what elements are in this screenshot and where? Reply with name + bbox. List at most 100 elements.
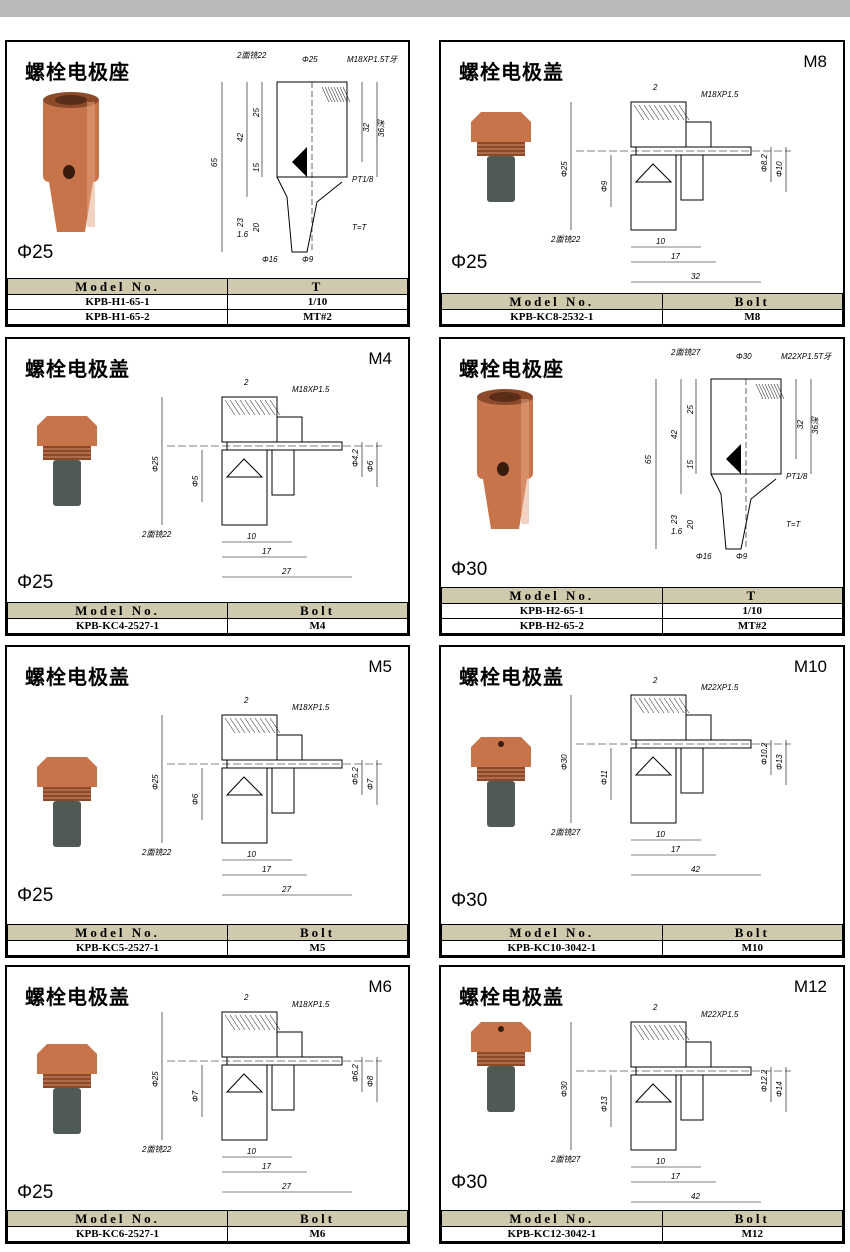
dimension-label: 42 bbox=[236, 133, 245, 142]
table-header-row: Model No.T bbox=[441, 587, 843, 604]
product-photo bbox=[477, 389, 533, 529]
spec-header: T bbox=[661, 587, 843, 604]
dimension-label: M18XP1.5 bbox=[292, 385, 330, 394]
dimension-label: 27 bbox=[281, 885, 291, 894]
dimension-label: 23 bbox=[236, 218, 245, 228]
spec-value-cell: M5 bbox=[227, 940, 408, 956]
spec-value-cell: MT#2 bbox=[227, 309, 408, 325]
dimension-label: 42 bbox=[691, 865, 700, 874]
dimension-label: 27 bbox=[281, 1182, 291, 1191]
model-no-header: Model No. bbox=[441, 293, 663, 310]
dimension-label: M22XP1.5 bbox=[701, 683, 739, 692]
bolt-size: M10 bbox=[793, 657, 827, 676]
dimension-label: Φ25 bbox=[151, 1071, 160, 1087]
dimension-label: M18XP1.5 bbox=[701, 90, 739, 99]
model-number-cell: KPB-KC8-2532-1 bbox=[441, 309, 663, 325]
dimension-label: 65 bbox=[210, 158, 219, 167]
spec-value-cell: M12 bbox=[661, 1226, 843, 1242]
dimension-label: Φ4.2 bbox=[351, 449, 360, 467]
diameter-label: Φ25 bbox=[451, 252, 488, 273]
bolt-size: M12 bbox=[793, 977, 827, 996]
spec-value-cell: M6 bbox=[227, 1226, 408, 1242]
diameter-label: Φ30 bbox=[451, 559, 488, 580]
spec-header: Bolt bbox=[227, 924, 408, 941]
spec-value-cell: MT#2 bbox=[661, 618, 843, 634]
dimension-label: 1.6 bbox=[671, 527, 683, 536]
dimension-label: Φ25 bbox=[560, 161, 569, 177]
spec-header: Bolt bbox=[661, 1210, 843, 1227]
model-number-cell: KPB-KC12-3042-1 bbox=[441, 1226, 663, 1242]
dimension-label: Φ6.2 bbox=[351, 1064, 360, 1082]
model-number-cell: KPB-KC4-2527-1 bbox=[7, 618, 228, 634]
dimension-label: 2面铣22 bbox=[236, 51, 267, 60]
dimension-label: Φ6 bbox=[366, 460, 375, 472]
dimension-label: Φ30 bbox=[736, 352, 752, 361]
dimension-label: 20 bbox=[686, 520, 695, 530]
dimension-label: Φ10.2 bbox=[760, 742, 769, 765]
model-no-header: Model No. bbox=[441, 587, 663, 604]
table-header-row: Model No.Bolt bbox=[7, 1210, 408, 1227]
table-header-row: Model No.Bolt bbox=[441, 293, 843, 310]
cap-section-drawing bbox=[161, 1011, 382, 1193]
model-no-header: Model No. bbox=[441, 924, 663, 941]
model-number-cell: KPB-H1-65-1 bbox=[7, 294, 228, 310]
dimension-label: M22XP1.5T牙 bbox=[781, 352, 832, 361]
dimension-label: Φ30 bbox=[560, 754, 569, 770]
dimension-label: 10 bbox=[247, 850, 256, 859]
dimension-label: 17 bbox=[262, 1162, 271, 1171]
spec-header: Bolt bbox=[661, 924, 843, 941]
spec-header: T bbox=[227, 278, 408, 295]
dimension-label: Φ5.2 bbox=[351, 767, 360, 785]
dimension-label: Φ13 bbox=[775, 754, 784, 770]
dimension-label: 32 bbox=[362, 123, 371, 132]
dimension-label: 23 bbox=[670, 515, 679, 525]
spec-value-cell: 1/10 bbox=[227, 294, 408, 310]
diameter-label: Φ25 bbox=[17, 885, 54, 906]
bolt-size: M5 bbox=[368, 657, 392, 676]
product-title: 螺栓电极盖 bbox=[25, 985, 130, 1009]
product-title: 螺栓电极盖 bbox=[25, 665, 130, 689]
model-no-header: Model No. bbox=[7, 278, 228, 295]
dimension-label: T=T bbox=[352, 223, 368, 232]
model-number-cell: KPB-KC6-2527-1 bbox=[7, 1226, 228, 1242]
product-title: 螺栓电极座 bbox=[25, 60, 130, 84]
model-no-header: Model No. bbox=[7, 602, 228, 619]
dimension-label: 10 bbox=[247, 1147, 256, 1156]
model-no-header: Model No. bbox=[7, 1210, 228, 1227]
dimension-label: Φ16 bbox=[262, 255, 278, 264]
cap-section-drawing bbox=[570, 694, 791, 876]
product-title: 螺栓电极盖 bbox=[459, 60, 564, 84]
diameter-label: Φ30 bbox=[451, 1172, 488, 1193]
model-number-cell: KPB-H2-65-2 bbox=[441, 618, 663, 634]
dimension-label: M18XP1.5 bbox=[292, 1000, 330, 1009]
product-photo bbox=[43, 92, 99, 232]
diameter-label: Φ30 bbox=[451, 890, 488, 911]
dimension-label: 20 bbox=[252, 223, 261, 233]
dimension-label: 10 bbox=[247, 532, 256, 541]
dimension-label: 2 bbox=[652, 676, 658, 685]
model-number-cell: KPB-H1-65-2 bbox=[7, 309, 228, 325]
product-photo bbox=[37, 1044, 97, 1134]
dimension-label: Φ10 bbox=[775, 161, 784, 177]
dimension-label: Φ11 bbox=[600, 770, 609, 785]
dimension-label: T=T bbox=[786, 520, 802, 529]
table-header-row: Model No.Bolt bbox=[441, 1210, 843, 1227]
